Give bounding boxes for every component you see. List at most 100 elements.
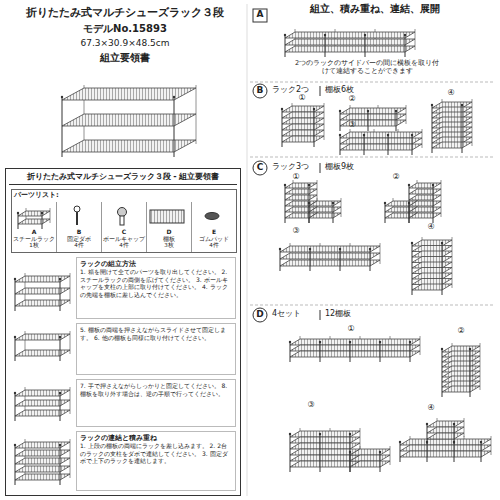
note: 2つのラックのサイドバーの間に横板を取り付けて連結することができます bbox=[292, 60, 442, 76]
section-letter-frame bbox=[253, 9, 267, 22]
shelf-board bbox=[15, 334, 70, 340]
shelf-board bbox=[309, 201, 341, 206]
post-cap bbox=[441, 348, 443, 350]
step-text: 7. 手で押さえながらしっかりと固定してください。 8. 棚板を取り外す場合は、… bbox=[80, 382, 232, 397]
rack-post bbox=[368, 111, 369, 131]
rack-post bbox=[18, 213, 19, 229]
shelf-board bbox=[285, 32, 415, 38]
rack-post bbox=[290, 342, 291, 362]
callout-number: ③ bbox=[346, 120, 358, 130]
post-cap bbox=[399, 441, 401, 443]
shelf-board bbox=[15, 288, 70, 294]
shelf-board bbox=[15, 450, 70, 456]
post-cap bbox=[364, 34, 366, 36]
rack-post bbox=[364, 135, 365, 155]
rack-post bbox=[15, 279, 16, 311]
post-cap bbox=[404, 34, 406, 36]
post-cap bbox=[59, 444, 61, 446]
post-cap bbox=[441, 242, 443, 244]
section-separator bbox=[250, 82, 495, 83]
rack-post bbox=[380, 342, 381, 362]
callout-number: ④ bbox=[425, 222, 437, 232]
rack-drawing bbox=[281, 103, 324, 147]
rack-post bbox=[280, 249, 281, 271]
rack-drawing bbox=[289, 428, 360, 472]
part-cell: Cボールキャップ4件 bbox=[102, 202, 147, 252]
document-frame: 折りたたみ式マルチシューズラック３段 - 組立要領書パーツリスト:Aスチールラッ… bbox=[5, 168, 241, 496]
post-cap bbox=[289, 341, 291, 343]
post-cap bbox=[395, 110, 397, 112]
rack-drawing bbox=[349, 446, 390, 472]
rack-post bbox=[324, 103, 325, 140]
post-cap bbox=[384, 202, 386, 204]
shelf-board bbox=[309, 213, 341, 218]
rack-post bbox=[442, 349, 443, 397]
rack-post bbox=[412, 243, 413, 295]
shelf-board bbox=[400, 439, 491, 445]
rack-post bbox=[462, 105, 463, 153]
step-box: 5. 棚板の両端を押さえながらスライドさせて固定します。 6. 他の棚板も同様に… bbox=[76, 323, 236, 375]
header-divider bbox=[320, 310, 321, 320]
rack-drawing bbox=[339, 129, 422, 155]
section-letter-circle bbox=[253, 308, 267, 322]
shelf-board bbox=[15, 458, 70, 464]
callout-number: ③ bbox=[305, 400, 317, 410]
post-cap bbox=[379, 341, 381, 343]
post-cap bbox=[339, 134, 341, 136]
set-count: ラック3つ bbox=[272, 162, 318, 172]
shelf-board bbox=[15, 276, 70, 282]
rubber-pad bbox=[205, 213, 219, 220]
post-cap bbox=[426, 423, 428, 425]
callout-number: ④ bbox=[425, 403, 437, 413]
shelf-board bbox=[15, 410, 70, 416]
part-name: スチールラック bbox=[13, 236, 55, 243]
rack-drawing bbox=[14, 387, 70, 421]
post-cap bbox=[461, 104, 463, 106]
post-cap bbox=[339, 248, 341, 250]
part-quantity: 4件 bbox=[193, 242, 235, 249]
shelf-board bbox=[285, 189, 317, 194]
shelf-board bbox=[15, 400, 70, 406]
rack-drawing bbox=[17, 208, 50, 229]
post-cap bbox=[289, 433, 291, 435]
post-cap bbox=[284, 34, 286, 36]
shelf-board bbox=[340, 144, 422, 150]
post-cap bbox=[14, 392, 16, 394]
shelf-board bbox=[282, 106, 324, 112]
rack-drawing bbox=[411, 237, 452, 295]
shelf-count: 棚板6枚 bbox=[325, 85, 375, 95]
rack-post bbox=[174, 97, 175, 157]
box-title: 折りたたみ式マルチシューズラック３段 - 組立要領書 bbox=[9, 172, 237, 185]
rack-post bbox=[309, 203, 310, 223]
post-cap bbox=[324, 34, 326, 36]
callout-number: ① bbox=[296, 93, 308, 103]
shelf-board bbox=[15, 300, 70, 306]
post-cap bbox=[59, 336, 61, 338]
part-name: 棚板 bbox=[148, 236, 190, 243]
step-text: 1. 上段の棚板の両端にラックを差し込みます。 2. 2台のラックの支柱をダボで… bbox=[80, 442, 232, 465]
rack-post bbox=[320, 342, 321, 362]
callout-number: ② bbox=[455, 326, 467, 336]
part-letter: D bbox=[148, 228, 190, 236]
shelf-board bbox=[282, 124, 324, 130]
shelf-board bbox=[409, 189, 441, 194]
post-cap bbox=[480, 441, 482, 443]
parts-list-box: パーツリスト:Aスチールラック1枚B固定ダボ4件Cボールキャップ4件D棚板3枚E… bbox=[11, 189, 237, 253]
shelf-board bbox=[409, 195, 441, 200]
post-cap bbox=[387, 134, 389, 136]
rack-post bbox=[15, 337, 16, 361]
shelf-board bbox=[409, 213, 441, 218]
dowel-head bbox=[74, 206, 80, 212]
post-cap bbox=[309, 248, 311, 250]
ball-cap-stem bbox=[120, 216, 124, 225]
post-cap bbox=[313, 108, 315, 110]
shelf-board bbox=[15, 350, 70, 356]
shelf-board bbox=[285, 46, 415, 52]
step-text: 5. 棚板の両端を押さえながらスライドさせて固定します。 6. 他の棚板も同様に… bbox=[80, 326, 232, 341]
rack-drawing bbox=[14, 439, 70, 485]
shelf-board bbox=[282, 112, 324, 118]
rack-post bbox=[350, 342, 351, 362]
post-cap bbox=[14, 278, 16, 280]
post-cap bbox=[431, 104, 433, 106]
